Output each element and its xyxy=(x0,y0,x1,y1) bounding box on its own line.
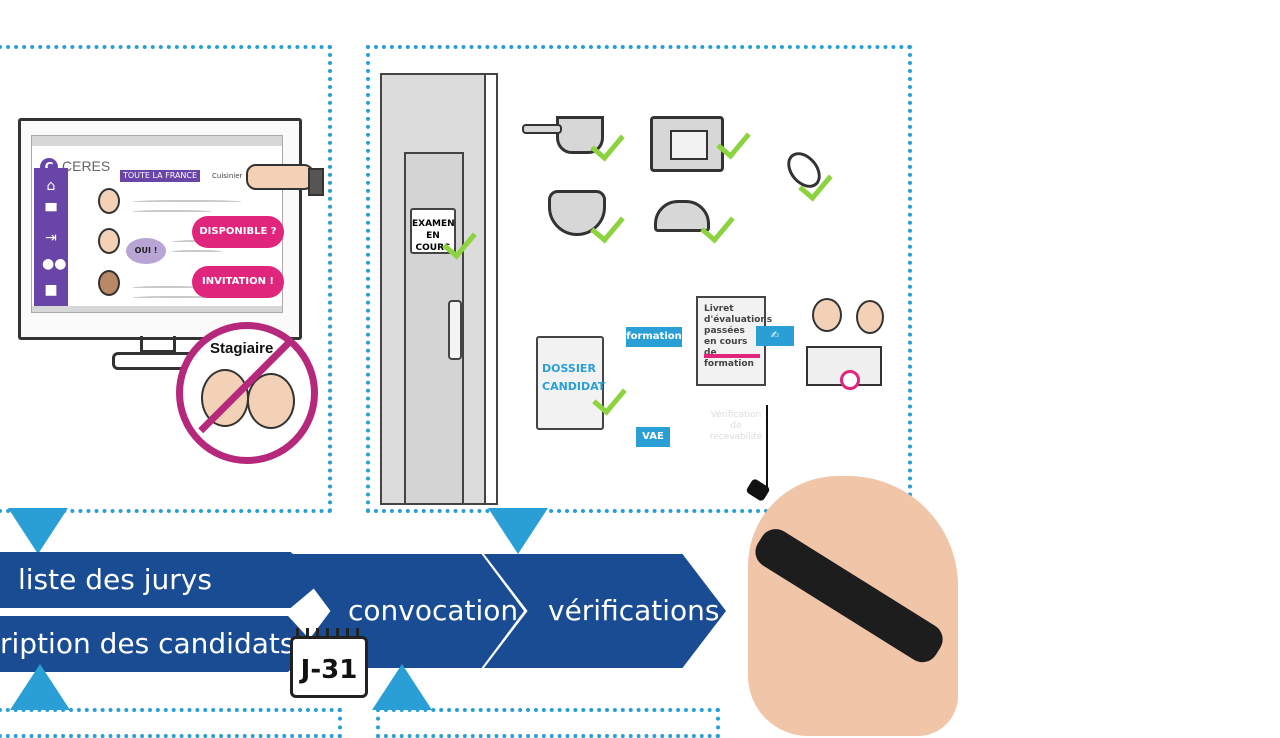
screen-sidebar: ⌂ ▀ ⇥ ●● ■ xyxy=(34,168,68,308)
timeline-marker-up-1 xyxy=(10,664,70,710)
timeline-marker-up-2 xyxy=(372,664,432,710)
screen-bottom-bar xyxy=(32,306,282,312)
dossier-line2: CANDIDAT xyxy=(542,380,606,393)
signature-tag-icon: ✍ xyxy=(756,326,794,346)
saucepan-handle-icon xyxy=(522,124,562,134)
prohibited-sign-icon xyxy=(176,322,318,464)
exam-in-progress-sign: EXAMEN EN COURS xyxy=(410,208,456,254)
jury-face-2 xyxy=(856,300,884,334)
trainee-face-2 xyxy=(247,373,295,429)
admissibility-check-label: Vérification de recevabilité xyxy=(709,410,763,442)
formation-tag: formation xyxy=(626,327,682,347)
right-panel-border xyxy=(366,45,912,513)
candidate-file-label: DOSSIER CANDIDAT xyxy=(542,360,605,396)
candidate-face-1 xyxy=(98,188,120,214)
text-line xyxy=(132,210,212,215)
dossier-line1: DOSSIER xyxy=(542,362,596,375)
step-verifications-label: vérifications xyxy=(548,594,720,627)
candidate-face-3 xyxy=(98,270,120,296)
candidate-file-icon xyxy=(536,336,604,430)
calendar-rings-icon xyxy=(296,628,362,638)
jury-face-1 xyxy=(812,298,842,332)
home-icon: ⌂ xyxy=(46,178,56,194)
text-line xyxy=(132,286,202,291)
monitor: C CERES TOUTE LA FRANCE Cuisinier ⌂ ▀ ⇥ … xyxy=(18,118,302,340)
job-label: Cuisinier xyxy=(212,172,243,180)
step-convocation-label: convocation xyxy=(348,594,519,627)
exam-sign-line2: EN COURS xyxy=(415,231,451,253)
scale-icon xyxy=(654,200,710,232)
evaluation-booklet-label: Livret d'évaluations passées en cours de… xyxy=(704,304,773,369)
timeline-marker-down-2 xyxy=(488,508,548,554)
oven-window xyxy=(670,130,708,160)
bubble-yes: OUI ! xyxy=(126,238,166,264)
text-line xyxy=(132,200,242,205)
screen-icon: ▀ xyxy=(45,204,57,220)
screen-top-bar xyxy=(32,136,282,146)
text-line xyxy=(132,296,222,301)
bottom-right-border xyxy=(376,708,720,738)
left-panel-border xyxy=(0,45,332,513)
timeline-marker-down-1 xyxy=(8,508,68,554)
folder-icon: ■ xyxy=(44,282,58,298)
monitor-stand xyxy=(140,336,176,353)
bottom-left-border xyxy=(0,708,342,738)
users-icon: ●● xyxy=(42,256,67,272)
step-registration-label: ription des candidats xyxy=(0,627,295,660)
timeline-step-registration: ription des candidats xyxy=(0,616,314,672)
certificate-seal-icon xyxy=(840,370,860,390)
ceres-logo-text: CERES xyxy=(62,158,111,174)
login-icon: ⇥ xyxy=(45,230,57,246)
timeline-step-jury-list: liste des jurys xyxy=(0,552,324,608)
booklet-pink-underline xyxy=(704,354,760,358)
bowl-icon xyxy=(548,190,606,236)
saucepan-icon xyxy=(556,116,604,154)
door-handle-icon xyxy=(448,300,462,360)
bubble-invitation: INVITATION ! xyxy=(192,266,284,298)
door-edge xyxy=(484,73,498,505)
evaluation-booklet-icon xyxy=(696,296,766,386)
candidate-face-2 xyxy=(98,228,120,254)
pointing-hand-icon xyxy=(246,164,314,190)
calendar-j-label: J-31 xyxy=(290,636,368,698)
sleeve-icon xyxy=(308,168,324,196)
text-line xyxy=(172,250,222,255)
pen-stroke xyxy=(766,405,768,487)
step-jury-list-label: liste des jurys xyxy=(18,563,212,596)
no-sign-label: Stagiaire xyxy=(210,340,274,357)
bubble-available: DISPONIBLE ? xyxy=(192,216,284,248)
vae-tag: VAE xyxy=(636,427,670,447)
region-tag: TOUTE LA FRANCE xyxy=(120,170,200,182)
exam-sign-line1: EXAMEN xyxy=(412,219,455,229)
